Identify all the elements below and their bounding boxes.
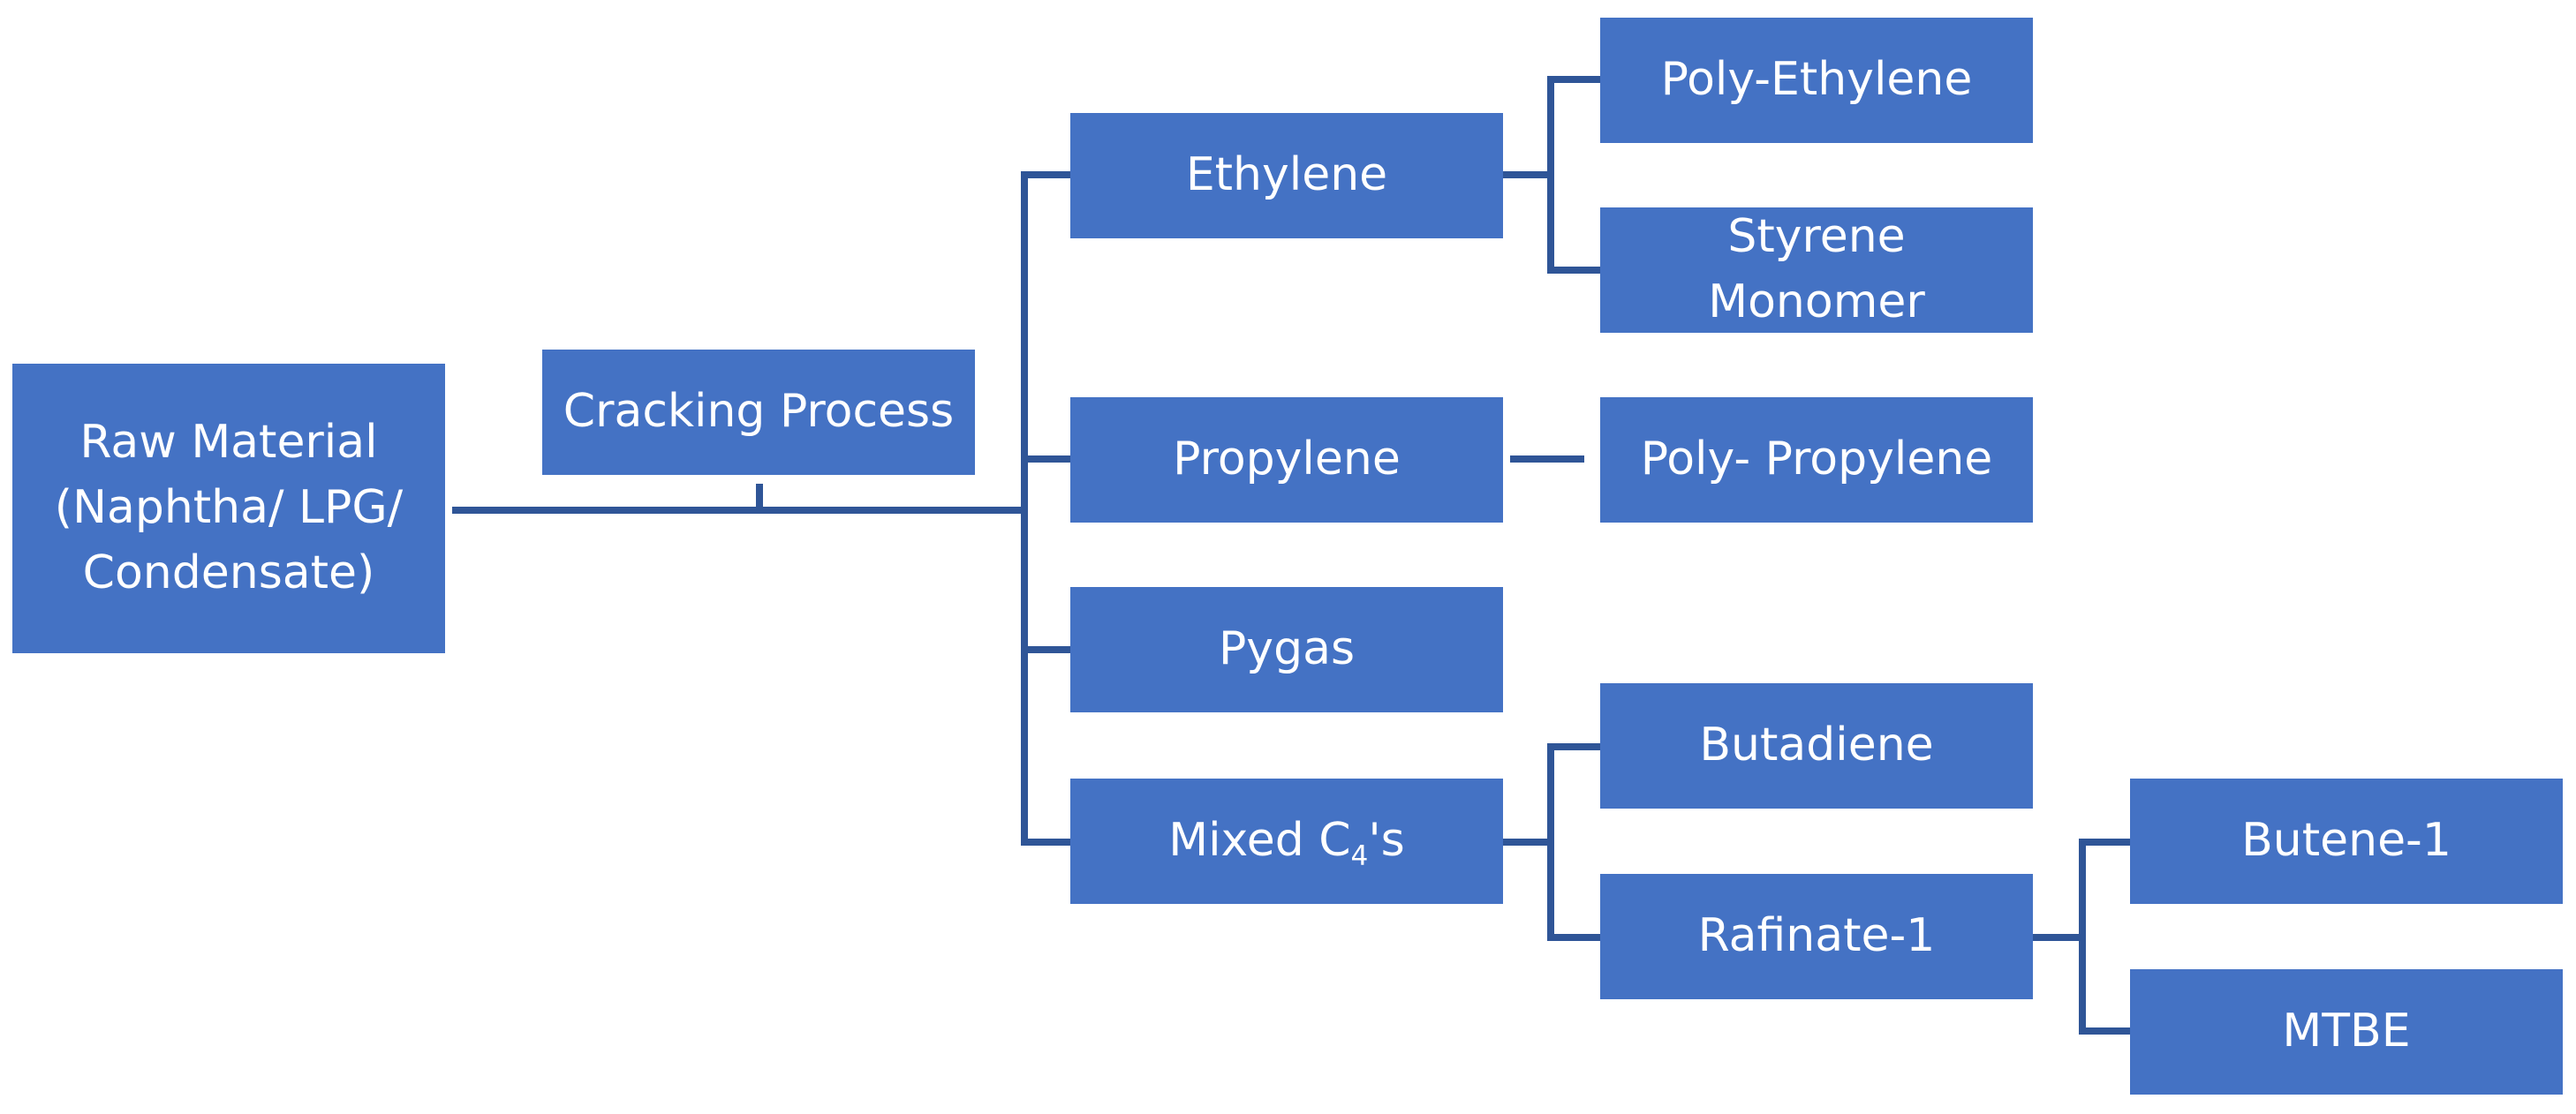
node-ethylene: Ethylene bbox=[1070, 113, 1503, 238]
node-mtbe: MTBE bbox=[2130, 969, 2563, 1095]
styrene-monomer-line-1: Styrene bbox=[1727, 210, 1906, 264]
poly-propylene-label: Poly- Propylene bbox=[1640, 433, 1993, 486]
node-propylene: Propylene bbox=[1070, 397, 1503, 523]
node-butadiene: Butadiene bbox=[1600, 683, 2033, 809]
node-pygas: Pygas bbox=[1070, 587, 1503, 712]
butadiene-label: Butadiene bbox=[1699, 719, 1934, 772]
propylene-label: Propylene bbox=[1173, 433, 1401, 486]
cracking-process-label: Cracking Process bbox=[563, 385, 955, 439]
rafinate-1-label: Rafinate-1 bbox=[1697, 909, 1936, 963]
mixed-c4-prefix: Mixed C bbox=[1168, 814, 1351, 868]
raw-material-line-1: Raw Material bbox=[79, 416, 378, 470]
node-poly-propylene: Poly- Propylene bbox=[1600, 397, 2033, 523]
node-raw-material: Raw Material (Naphtha/ LPG/ Condensate) bbox=[12, 364, 445, 653]
styrene-monomer-line-2: Monomer bbox=[1708, 275, 1925, 328]
poly-ethylene-label: Poly-Ethylene bbox=[1660, 53, 1973, 107]
mixed-c4-suffix: 's bbox=[1368, 814, 1405, 868]
mtbe-label: MTBE bbox=[2282, 1005, 2411, 1058]
node-mixed-c4: Mixed C4's bbox=[1070, 779, 1503, 904]
mixed-c4-subscript: 4 bbox=[1350, 839, 1369, 872]
pygas-label: Pygas bbox=[1218, 622, 1356, 676]
raw-material-line-2: (Naphtha/ LPG/ bbox=[54, 481, 404, 535]
raw-material-line-3: Condensate) bbox=[82, 546, 375, 599]
node-poly-ethylene: Poly-Ethylene bbox=[1600, 18, 2033, 143]
node-styrene-monomer: Styrene Monomer bbox=[1600, 207, 2033, 333]
ethylene-label: Ethylene bbox=[1185, 148, 1388, 202]
node-rafinate-1: Rafinate-1 bbox=[1600, 874, 2033, 999]
butene-1-label: Butene-1 bbox=[2241, 814, 2451, 868]
mixed-c4-label: Mixed C4's bbox=[1168, 809, 1405, 874]
node-butene-1: Butene-1 bbox=[2130, 779, 2563, 904]
node-cracking-process: Cracking Process bbox=[542, 350, 975, 475]
